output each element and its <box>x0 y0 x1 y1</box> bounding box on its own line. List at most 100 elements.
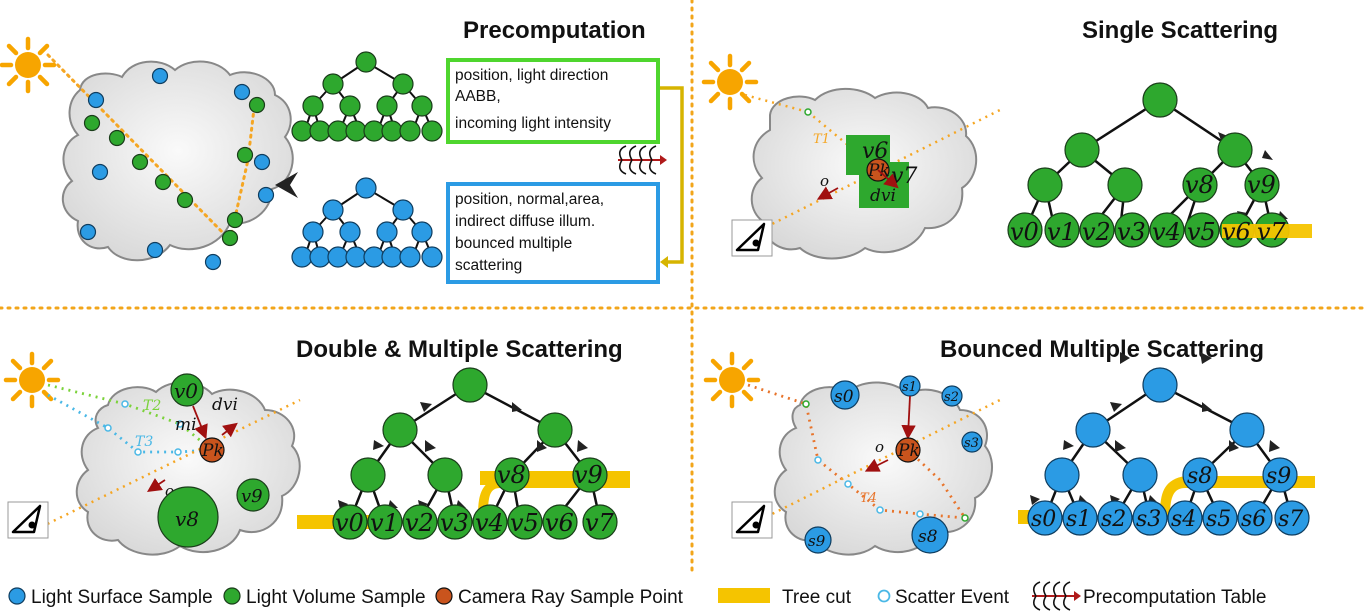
cloud <box>773 381 993 556</box>
surface-tree <box>291 177 443 268</box>
cloud <box>75 381 301 556</box>
view-direction-arrow <box>816 186 839 200</box>
s2-label: s2 <box>944 390 959 405</box>
s8-label: s8 <box>1187 464 1212 489</box>
v5-label: v5 <box>1187 218 1216 246</box>
bracket-connector <box>660 86 684 264</box>
v8-label: v8 <box>175 507 199 531</box>
volume-sample-v9 <box>236 478 270 512</box>
precomputation-table-icon <box>617 145 668 175</box>
volume-sample-v8 <box>157 486 219 548</box>
volume-samples <box>83 96 266 247</box>
view-direction-arrow <box>147 478 166 492</box>
omega-label: o <box>820 172 829 190</box>
direction-arrow <box>901 395 916 440</box>
v9-label: v9 <box>574 461 603 489</box>
scatter-event-marker <box>121 400 129 408</box>
arrow-icon <box>660 256 668 268</box>
sun-icon <box>704 56 756 108</box>
double-multiple-scattering-panel: Double & Multiple Scattering T2 T3 v0 mi… <box>6 336 630 556</box>
s1-label: s1 <box>902 380 917 395</box>
s6-label: s6 <box>1241 507 1266 532</box>
scatter-event-marker <box>134 448 142 456</box>
s0-label: s0 <box>1031 507 1056 532</box>
legend-scatter-event: Scatter Event <box>895 587 1010 608</box>
eye-icon <box>6 500 50 540</box>
eye-icon <box>730 500 774 540</box>
legend-camera-ray-point: Camera Ray Sample Point <box>458 587 684 608</box>
omega-label: o <box>165 482 174 500</box>
volume-tree <box>291 51 443 142</box>
t3-label: T3 <box>135 434 153 450</box>
single-scattering-tree: v8 v9 v0 v1 v2 v3 v4 v5 v6 v7 <box>1007 82 1312 248</box>
v6-label: v6 <box>1222 218 1251 246</box>
direction-arrow <box>221 422 238 438</box>
volume-box-line-1: position, light direction <box>455 67 608 84</box>
v0-label: v0 <box>1010 218 1039 246</box>
t2-label: T2 <box>143 398 161 414</box>
bounced-scattering-title: Bounced Multiple Scattering <box>940 336 1264 363</box>
dvi-label: dvi <box>870 186 896 206</box>
surface-sample-s9 <box>804 526 832 554</box>
t4-label: T4 <box>860 491 877 506</box>
scatter-event-marker <box>814 456 822 464</box>
s3-label: s3 <box>964 436 979 451</box>
s9-label: s9 <box>1266 464 1291 489</box>
s1-label: s1 <box>1066 507 1091 532</box>
surface-data-box <box>446 182 660 284</box>
v0-label: v0 <box>335 509 364 537</box>
legend-tree-cut: Tree cut <box>782 587 852 608</box>
v2-label: v2 <box>405 509 434 537</box>
scatter-event-marker <box>104 424 112 432</box>
sun-icon <box>2 39 54 91</box>
legend-surface-sample: Light Surface Sample <box>31 587 213 608</box>
single-scattering-panel: Single Scattering T1 v6 v7 Pk dvi o <box>704 17 1312 260</box>
precomputation-panel: Precomputation <box>2 17 684 284</box>
light-ray <box>46 53 232 242</box>
v1-label: v1 <box>370 509 399 537</box>
v7-label: v7 <box>585 509 615 537</box>
sun-icon <box>6 354 58 406</box>
direction-arrow <box>877 169 899 189</box>
surface-sample-s3 <box>961 431 983 453</box>
eye-icon <box>730 218 774 258</box>
camera-ray <box>34 398 301 532</box>
camera-ray-swatch <box>435 587 453 605</box>
precomputation-table-icon <box>1031 581 1082 611</box>
precomputation-title: Precomputation <box>463 17 646 44</box>
tree-cut <box>1222 224 1312 238</box>
view-direction-arrow <box>864 458 889 472</box>
v4-label: v4 <box>1152 218 1181 246</box>
pk-label: Pk <box>201 441 224 461</box>
omega-label: o <box>875 438 884 456</box>
double-scattering-title: Double & Multiple Scattering <box>296 336 623 363</box>
tree-cut-swatch <box>718 588 770 603</box>
surface-samples <box>79 67 275 271</box>
legend: Light Surface Sample Light Volume Sample… <box>8 581 1266 611</box>
scatter-event-swatch <box>877 589 891 603</box>
surface-box-line-3: bounced multiple <box>455 235 572 252</box>
scatter-event-marker <box>804 108 812 116</box>
bounced-scattering-tree: s8 s9 s0 s1 s2 s3 s4 s5 s6 s7 <box>1018 352 1315 536</box>
surface-sample-swatch <box>8 587 26 605</box>
s0-label: s0 <box>834 387 854 407</box>
legend-precomputation-table: Precomputation Table <box>1083 587 1266 608</box>
v9-label: v9 <box>241 486 263 507</box>
volume-data-box <box>446 58 660 144</box>
scatter-event-marker <box>916 510 924 518</box>
double-scattering-tree: v8 v9 v0 v1 v2 v3 v4 v5 v6 v7 <box>297 367 630 540</box>
legend-volume-sample: Light Volume Sample <box>246 587 426 608</box>
scatter-event-marker <box>802 400 810 408</box>
surface-box-line-1: position, normal,area, <box>455 191 604 208</box>
scatter-event-marker <box>174 448 182 456</box>
v1-label: v1 <box>1047 218 1076 246</box>
v9-label: v9 <box>1247 171 1276 199</box>
scatter-event-marker <box>844 480 852 488</box>
s2-label: s2 <box>1101 507 1126 532</box>
mi-label: mi <box>175 415 197 435</box>
single-scattering-title: Single Scattering <box>1082 17 1278 44</box>
v7-label: v7 <box>1257 218 1287 246</box>
transmittance-label: T1 <box>813 132 830 147</box>
s9-label: s9 <box>808 532 826 550</box>
